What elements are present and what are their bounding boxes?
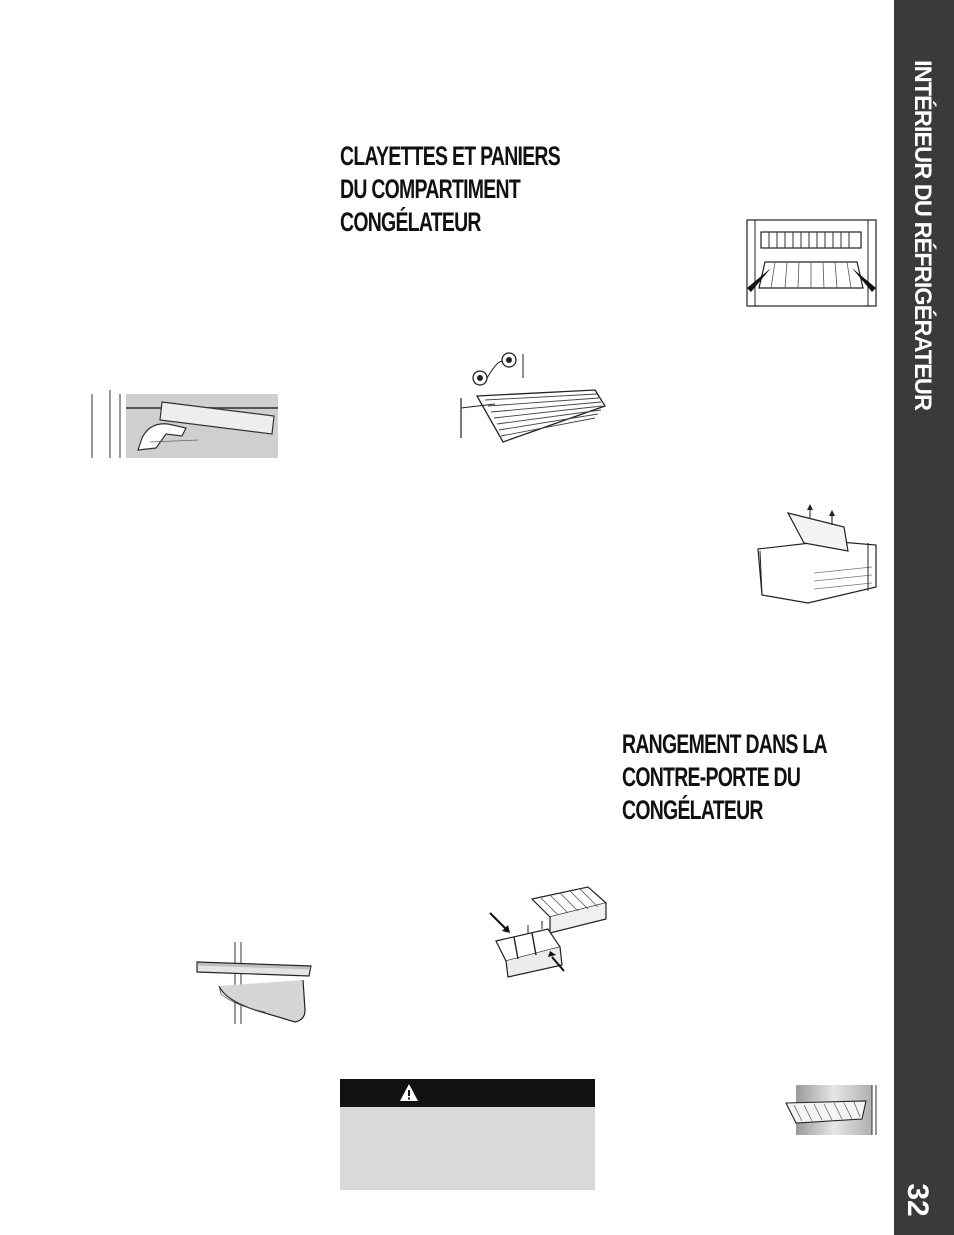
heading-line: congélateur xyxy=(622,795,763,825)
heading-freezer-shelves: Clayettes et paniers du compartiment con… xyxy=(340,140,561,239)
shelf-removal-illustration xyxy=(90,388,280,460)
warning-header-bar xyxy=(340,1079,595,1107)
basket-dividers-illustration xyxy=(488,885,608,985)
door-bin-illustration xyxy=(782,1083,878,1137)
heading-line: contre-porte du xyxy=(622,762,801,792)
chapter-side-title: Intérieur du réfrigérateur xyxy=(893,60,954,420)
wire-shelf-illustration xyxy=(455,348,607,450)
heading-line: Rangement dans la xyxy=(622,729,828,759)
heading-line: Clayettes et paniers xyxy=(340,141,561,171)
warning-triangle-icon xyxy=(399,1083,419,1103)
heading-line: congélateur xyxy=(340,207,481,237)
page-number: 32 xyxy=(901,1183,934,1217)
warning-box xyxy=(340,1079,595,1190)
freezer-basket-illustration xyxy=(745,218,878,308)
heading-line: du compartiment xyxy=(340,174,521,204)
basket-cover-illustration xyxy=(748,503,880,607)
shelf-edge-illustration xyxy=(195,940,315,1025)
chapter-side-tab xyxy=(894,0,954,1235)
chapter-title-text: Intérieur du réfrigérateur xyxy=(909,60,937,411)
heading-freezer-door-storage: Rangement dans la contre-porte du congél… xyxy=(622,728,828,827)
